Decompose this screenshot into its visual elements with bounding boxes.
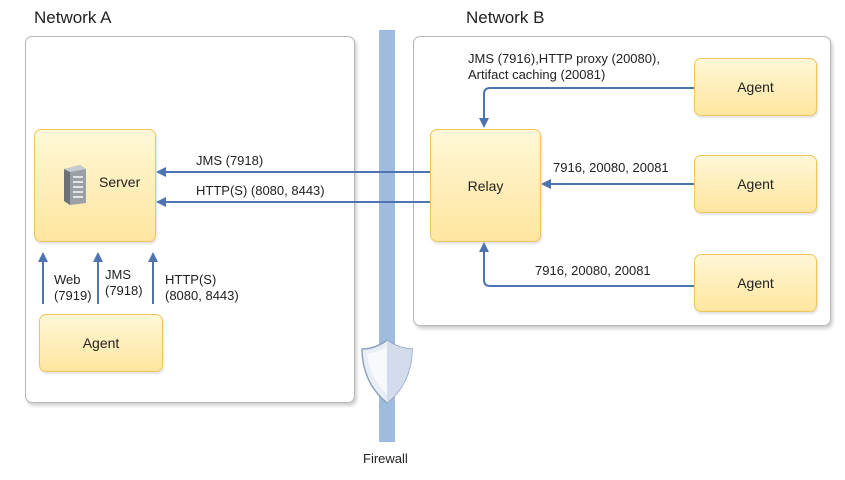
agent-label: Agent xyxy=(737,275,774,291)
server-icon xyxy=(62,163,88,205)
https-port-label: HTTP(S) (8080, 8443) xyxy=(196,183,325,198)
agent2-ports-label: 7916, 20080, 20081 xyxy=(553,160,669,175)
web-port-label: Web (7919) xyxy=(54,272,92,303)
agent3-to-relay-arrow xyxy=(479,242,694,287)
relay-label: Relay xyxy=(467,177,504,194)
agent-label: Agent xyxy=(737,176,774,192)
agent-node-network-a: Agent xyxy=(39,314,163,372)
agent1-to-relay-arrow xyxy=(479,87,694,128)
https-up-port-label: HTTP(S) (8080, 8443) xyxy=(165,272,239,303)
agent-label: Agent xyxy=(82,335,120,351)
jms-port-label: JMS (7918) xyxy=(196,153,264,168)
agent-label: Agent xyxy=(737,79,774,95)
shield-icon xyxy=(361,339,413,404)
agent-node-1: Agent xyxy=(694,58,817,116)
agent-node-2: Agent xyxy=(694,155,817,213)
firewall-label: Firewall xyxy=(363,451,408,466)
server-label: Server xyxy=(99,174,141,190)
firewall-bar xyxy=(379,30,395,442)
agent-node-3: Agent xyxy=(694,254,817,312)
agent1-ports-label: JMS (7916),HTTP proxy (20080), Artifact … xyxy=(468,51,660,82)
relay-node: Relay xyxy=(430,129,541,242)
jms-up-port-label: JMS (7918) xyxy=(105,267,143,298)
server-node: Server xyxy=(34,129,156,242)
network-b-title: Network B xyxy=(466,8,545,27)
agent3-ports-label: 7916, 20080, 20081 xyxy=(535,263,651,278)
network-a-title: Network A xyxy=(34,8,112,27)
